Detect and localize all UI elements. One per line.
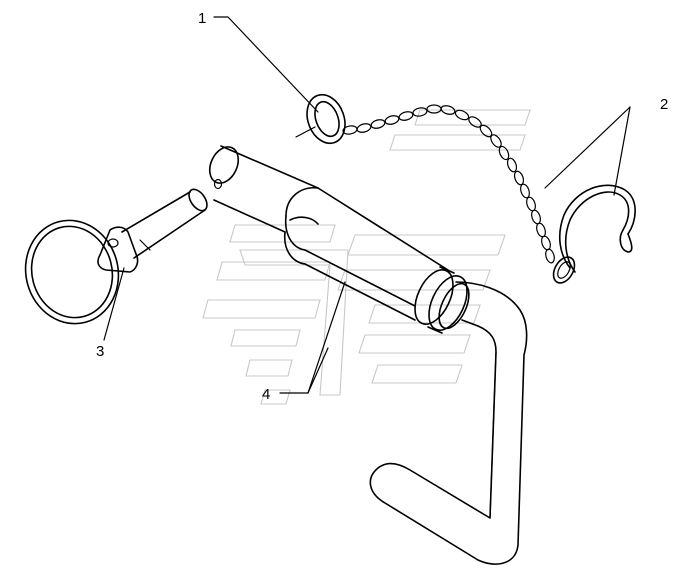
handle-pin <box>208 145 528 565</box>
callout-1: 1 <box>198 10 206 27</box>
callout-2: 2 <box>660 96 668 113</box>
callout-4: 4 <box>262 386 270 403</box>
watermark-logo <box>202 109 531 405</box>
lynch-pin-part-3 <box>24 188 208 325</box>
chain <box>342 104 555 264</box>
hook-part-2 <box>552 184 636 284</box>
ring-part-1 <box>295 93 346 145</box>
leader-lines <box>103 16 631 394</box>
callout-3: 3 <box>96 343 104 360</box>
